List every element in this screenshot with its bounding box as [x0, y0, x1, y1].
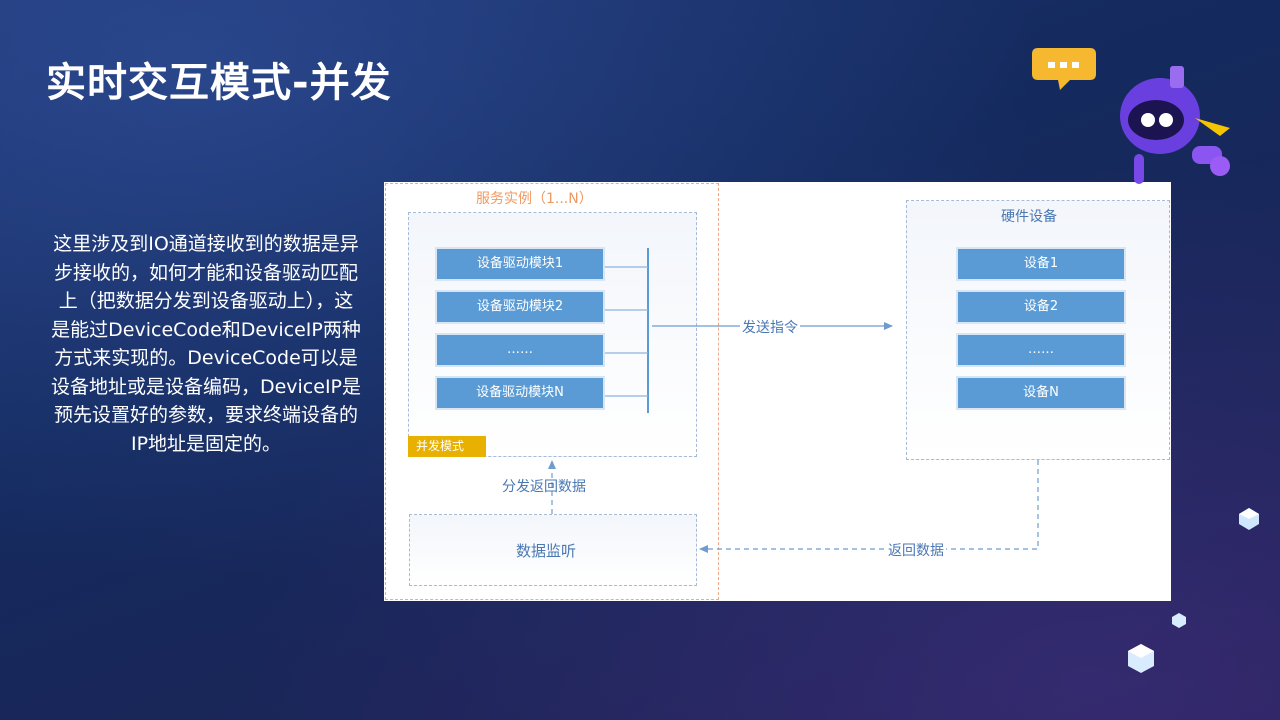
concurrent-mode-badge: 并发模式 [408, 436, 486, 457]
speech-bubble-icon [1032, 48, 1096, 90]
slide-title: 实时交互模式-并发 [46, 60, 392, 106]
device-2: 设备2 [956, 290, 1126, 324]
driver-module-ellipsis: …… [435, 333, 605, 367]
device-ellipsis: …… [956, 333, 1126, 367]
service-instance-boundary [385, 183, 719, 600]
driver-module-n: 设备驱动模块N [435, 376, 605, 410]
crystal-cube-large-icon [1128, 644, 1154, 673]
description-text: 这里涉及到IO通道接收到的数据是异步接收的，如何才能和设备驱动匹配上（把数据分发… [50, 233, 362, 455]
hardware-devices-container [906, 200, 1170, 460]
send-command-label: 发送指令 [740, 317, 800, 337]
driver-module-2: 设备驱动模块2 [435, 290, 605, 324]
small-crystal-icon [1172, 613, 1186, 628]
return-data-arrow [699, 460, 1039, 553]
data-listener-box [409, 514, 697, 586]
crystal-cube-icon [1239, 508, 1259, 530]
device-n: 设备N [956, 376, 1126, 410]
dispatch-return-data-label: 分发返回数据 [502, 479, 586, 495]
diagram-panel: 服务实例（1...N） 设备驱动模块1 设备驱动模块2 …… 设备驱动模块N 并… [384, 182, 1171, 601]
device-1: 设备1 [956, 247, 1126, 281]
driver-module-1: 设备驱动模块1 [435, 247, 605, 281]
data-listener-label: 数据监听 [516, 542, 577, 560]
robot-mascot-icon [1120, 66, 1230, 184]
return-data-label: 返回数据 [886, 540, 946, 560]
hardware-devices-label: 硬件设备 [1001, 209, 1057, 225]
connector-lines [548, 248, 1039, 553]
service-instance-label: 服务实例（1...N） [476, 191, 593, 207]
